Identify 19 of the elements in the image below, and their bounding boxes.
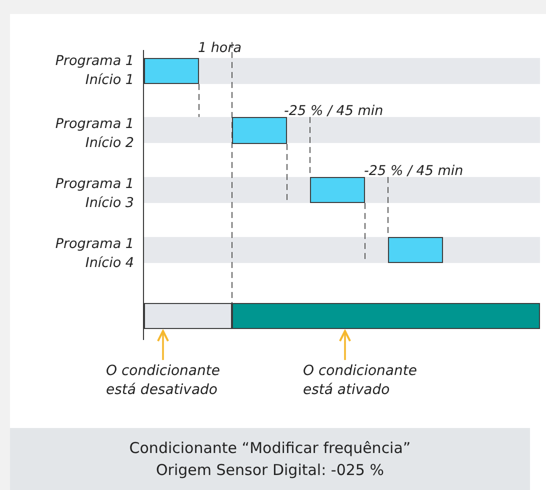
timeline-bar <box>388 237 443 263</box>
annotation-text: O condicionante está ativado <box>303 362 433 400</box>
interval-label: 1 hora <box>198 39 242 58</box>
arrow <box>156 330 170 360</box>
inactive-segment <box>144 303 232 329</box>
dashed-line <box>198 84 200 118</box>
interval-label: -25 % / 45 min <box>364 162 464 181</box>
timeline-bar <box>232 117 287 144</box>
active-segment <box>232 303 540 329</box>
interval-label: -25 % / 45 min <box>284 102 384 121</box>
row-label: Programa 1 Início 1 <box>54 52 134 90</box>
row-label: Programa 1 Início 4 <box>54 235 134 273</box>
caption: Condicionante “Modificar frequência” Origem Sensor Digital: -025 % <box>128 438 412 481</box>
annotation-text: O condicionante está desativado <box>106 362 236 400</box>
arrow <box>338 330 352 360</box>
row-label: Programa 1 Início 2 <box>54 115 134 153</box>
row-label: Programa 1 Início 3 <box>54 175 134 213</box>
timeline-bar <box>144 58 199 84</box>
timeline-bar <box>310 177 365 203</box>
